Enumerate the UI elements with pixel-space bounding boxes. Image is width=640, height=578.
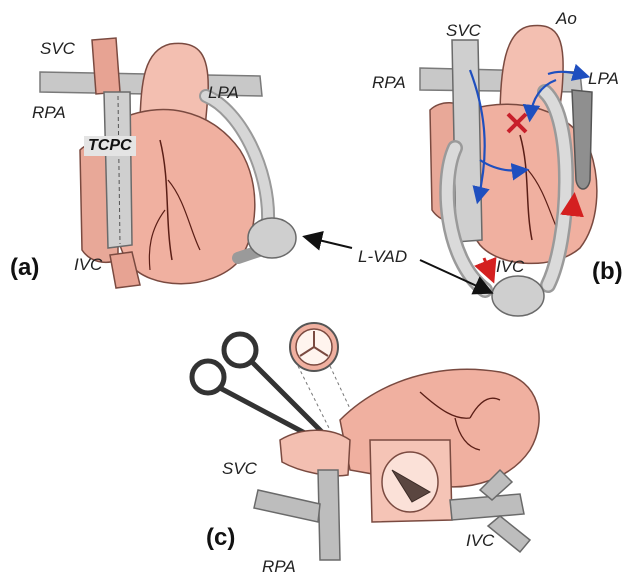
panel-a-lvad-pump xyxy=(248,218,296,258)
panel-a-label-lpa: LPA xyxy=(208,84,239,101)
panel-a-tcpc-conduit xyxy=(104,92,132,248)
panel-b-label-rpa: RPA xyxy=(372,74,406,91)
panel-a-drawing xyxy=(40,38,296,288)
panel-b-label-ao: Ao xyxy=(556,10,577,27)
panel-b-tag: (b) xyxy=(592,260,623,284)
panel-a-label-rpa: RPA xyxy=(32,104,66,121)
panel-c-label-rpa: RPA xyxy=(262,558,296,575)
lvad-label: L-VAD xyxy=(358,248,407,265)
panel-c-tag: (c) xyxy=(206,526,235,550)
panel-c-svc-vessel xyxy=(318,470,340,560)
panel-c-drawing xyxy=(192,323,539,560)
panel-a-label-tcpc: TCPC xyxy=(84,136,136,156)
panel-b-lvad-pump xyxy=(492,276,544,316)
panel-b-label-lpa: LPA xyxy=(588,70,619,87)
panel-b-label-svc: SVC xyxy=(446,22,481,39)
panel-a-svc xyxy=(92,38,120,94)
panel-a-tag: (a) xyxy=(10,256,39,280)
panel-a-label-svc: SVC xyxy=(40,40,75,57)
panel-a-label-ivc: IVC xyxy=(74,256,102,273)
panel-c-label-ivc: IVC xyxy=(466,532,494,549)
panel-c-ivc-vessel xyxy=(450,494,524,520)
panel-b-label-ivc: IVC xyxy=(496,258,524,275)
panel-c-label-svc: SVC xyxy=(222,460,257,477)
